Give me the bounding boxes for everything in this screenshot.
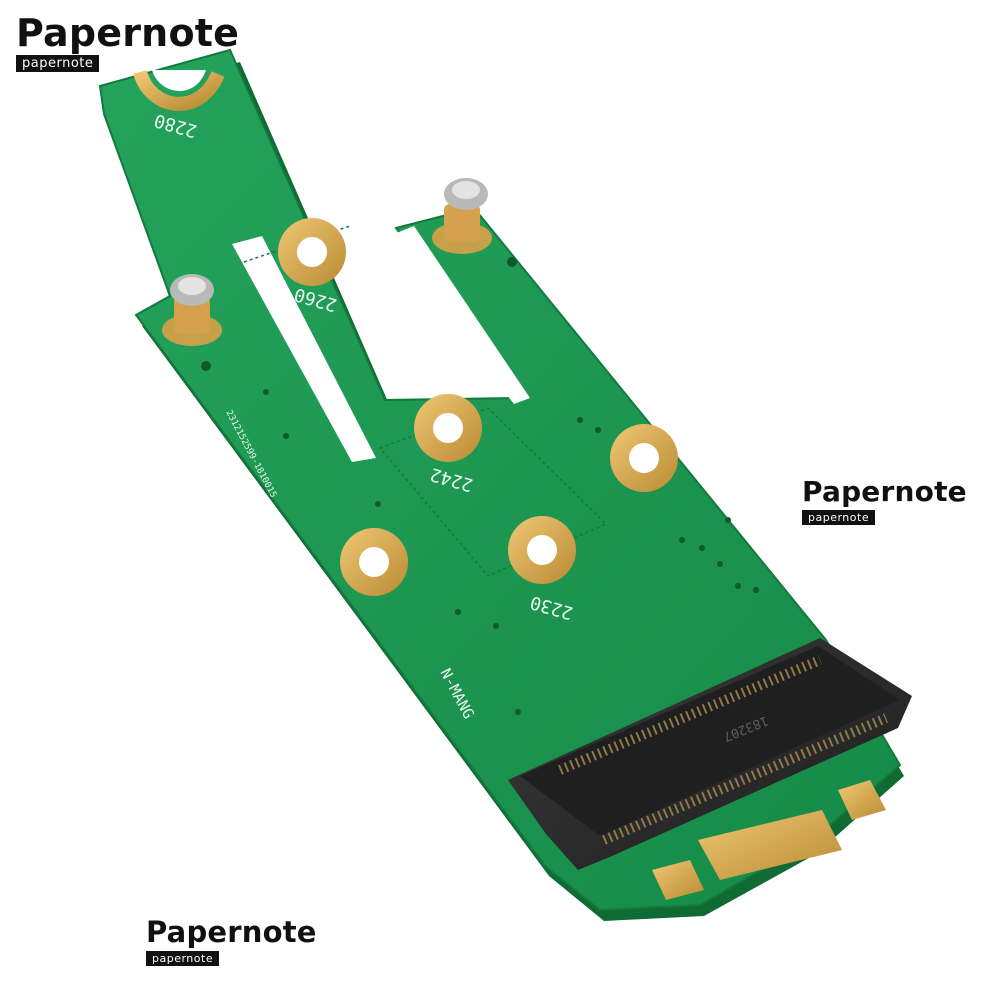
screw-right (432, 178, 492, 254)
slot-right (384, 226, 530, 404)
watermark-tag: papernote (16, 55, 100, 72)
mount-hole-right (610, 424, 678, 492)
mount-hole-left (340, 528, 408, 596)
watermark-brand: Papernote (146, 915, 317, 949)
watermark-brand: Papernote (802, 475, 967, 508)
watermark-brand: Papernote (16, 11, 240, 55)
slot-left (232, 236, 376, 462)
watermark-top-left: Papernote papernote (16, 14, 239, 72)
msata-socket (508, 638, 912, 870)
edge-connector-fingers (652, 780, 886, 900)
watermark-bottom-left: Papernote papernote (146, 918, 317, 966)
screw-left (162, 274, 222, 346)
vias (201, 257, 759, 715)
pcb-board (98, 48, 902, 912)
watermark-tag: papernote (802, 510, 876, 525)
mount-hole-2230 (508, 516, 576, 584)
watermark-tag: papernote (146, 951, 220, 966)
notch-2280 (133, 69, 225, 111)
mount-hole-2260 (278, 218, 346, 286)
watermark-right: Papernote papernote (802, 478, 967, 525)
mount-hole-2242 (414, 394, 482, 462)
